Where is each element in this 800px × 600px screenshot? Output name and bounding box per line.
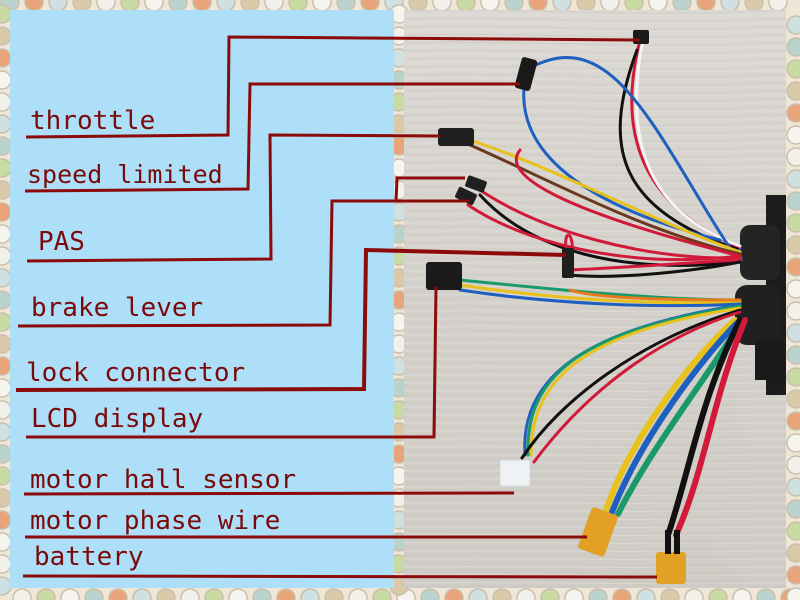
controller-box xyxy=(735,195,786,395)
border-dot xyxy=(786,367,800,387)
border-dot xyxy=(348,588,368,600)
lock-connector-plug xyxy=(562,248,574,278)
border-dot xyxy=(786,587,800,600)
border-dot xyxy=(786,15,800,35)
border-dot xyxy=(228,588,248,600)
border-dot xyxy=(786,235,800,255)
border-dot xyxy=(252,588,272,600)
border-dot xyxy=(132,588,152,600)
label-brake-lever: brake lever xyxy=(31,293,204,323)
border-dot xyxy=(540,588,560,600)
label-motor-phase-wire: motor phase wire xyxy=(30,506,281,536)
border-dot xyxy=(108,588,128,600)
label-battery: battery xyxy=(34,542,144,572)
label-lock-connector: lock connector xyxy=(26,358,246,388)
hall-sensor-connector xyxy=(499,459,531,487)
label-pas: PAS xyxy=(38,227,85,257)
label-lcd-display: LCD display xyxy=(31,404,204,434)
border-dot xyxy=(786,169,800,189)
label-throttle: throttle xyxy=(30,106,156,136)
border-dot xyxy=(786,543,800,563)
border-dot xyxy=(492,588,512,600)
border-dot xyxy=(204,588,224,600)
border-dot xyxy=(588,588,608,600)
phase-connector xyxy=(578,507,618,557)
lcd-connector xyxy=(426,262,462,290)
border-dot xyxy=(84,588,104,600)
border-dot xyxy=(732,588,752,600)
border-dot xyxy=(636,588,656,600)
border-dot xyxy=(786,59,800,79)
border-dot xyxy=(786,257,800,277)
border-dot xyxy=(786,37,800,57)
border-dot xyxy=(786,477,800,497)
border-dot xyxy=(786,191,800,211)
border-dot xyxy=(516,588,536,600)
border-dot xyxy=(786,499,800,519)
border-dot xyxy=(708,588,728,600)
border-dot xyxy=(684,588,704,600)
border-dot xyxy=(786,345,800,365)
border-dot xyxy=(564,588,584,600)
throttle-connector xyxy=(633,30,649,44)
border-dot xyxy=(324,588,344,600)
border-dot xyxy=(372,588,392,600)
border-dot xyxy=(60,588,80,600)
border-dot xyxy=(786,125,800,145)
border-dot xyxy=(660,588,680,600)
border-dot xyxy=(786,279,800,299)
border-dot xyxy=(786,411,800,431)
border-dot xyxy=(786,103,800,123)
border-dot xyxy=(12,588,32,600)
controller-harness-photo xyxy=(404,10,786,588)
battery-connector xyxy=(656,552,686,584)
border-dot xyxy=(786,455,800,475)
border-dot xyxy=(612,588,632,600)
border-dot xyxy=(786,323,800,343)
lower-wires xyxy=(458,278,748,538)
label-speed-limited: speed limited xyxy=(27,160,223,189)
border-dot xyxy=(786,433,800,453)
pas-connector xyxy=(438,128,474,146)
border-dot xyxy=(36,588,56,600)
border-dot xyxy=(420,588,440,600)
border-dot xyxy=(786,389,800,409)
border-dot xyxy=(444,588,464,600)
border-dot xyxy=(786,81,800,101)
border-dot xyxy=(468,588,488,600)
border-dot xyxy=(180,588,200,600)
border-dot xyxy=(300,588,320,600)
border-dot xyxy=(786,213,800,233)
border-dot xyxy=(276,588,296,600)
label-motor-hall-sensor: motor hall sensor xyxy=(30,465,297,495)
border-dot xyxy=(786,521,800,541)
border-dot xyxy=(756,588,776,600)
border-dot xyxy=(786,565,800,585)
border-dot xyxy=(786,147,800,167)
border-dot xyxy=(156,588,176,600)
border-dot xyxy=(786,301,800,321)
